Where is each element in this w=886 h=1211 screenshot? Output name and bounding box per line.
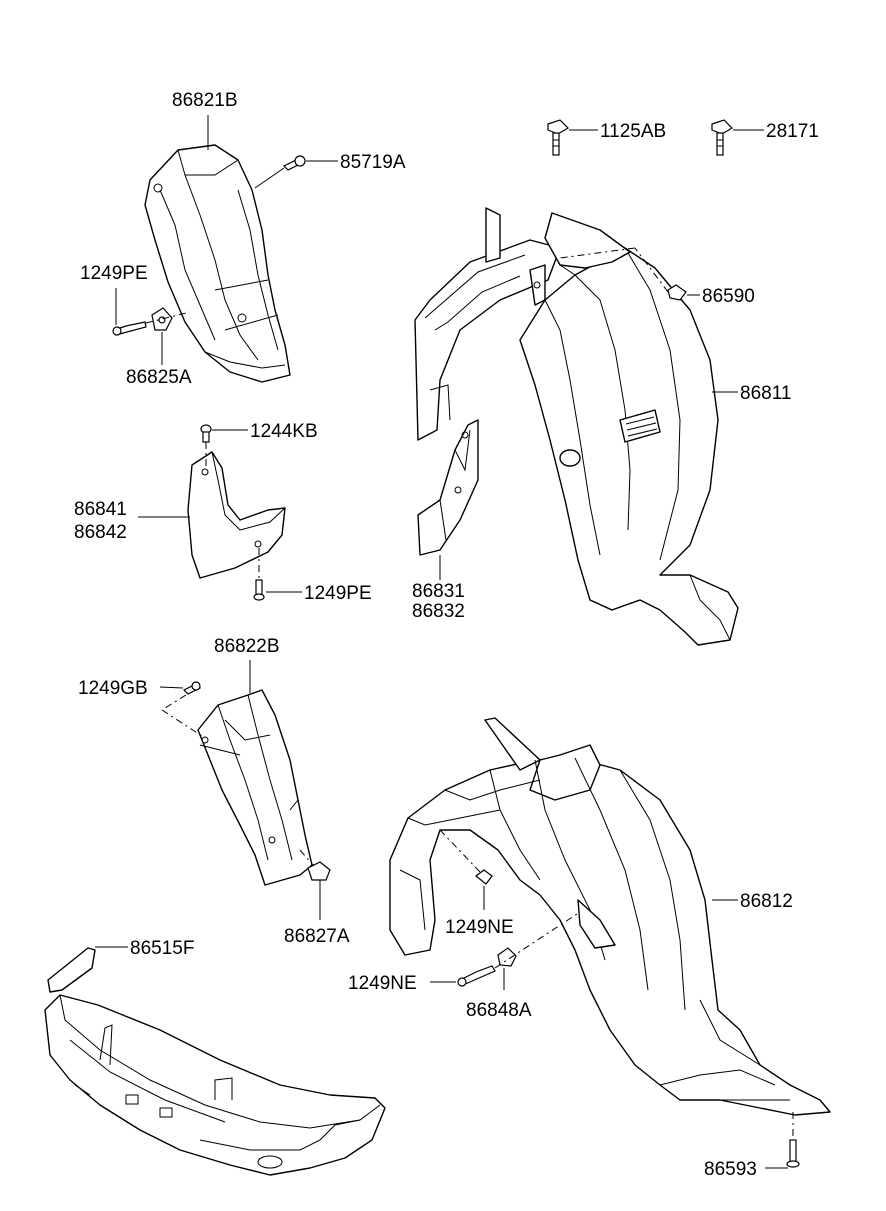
label-86593: 86593 bbox=[704, 1159, 757, 1180]
label-86848A: 86848A bbox=[466, 1000, 532, 1021]
bolt-1249GB bbox=[182, 681, 202, 695]
label-86590: 86590 bbox=[702, 286, 755, 307]
splash-shield-86822B bbox=[197, 689, 313, 886]
label-86821B: 86821B bbox=[172, 90, 238, 111]
label-28171: 28171 bbox=[766, 121, 819, 142]
bolt-28171 bbox=[711, 119, 733, 156]
label-1249GB: 1249GB bbox=[78, 678, 148, 699]
label-86822B: 86822B bbox=[214, 636, 280, 657]
bolt-85719A bbox=[282, 155, 306, 171]
inner-fender-86812 bbox=[389, 717, 831, 1116]
bolt-1249NE-lower bbox=[457, 965, 496, 987]
label-86832: 86832 bbox=[412, 601, 465, 622]
label-1249PE-top: 1249PE bbox=[80, 263, 148, 284]
label-1249NE-lower: 1249NE bbox=[348, 973, 417, 994]
label-1249PE-mid: 1249PE bbox=[304, 583, 372, 604]
label-1249NE-upper: 1249NE bbox=[445, 917, 514, 938]
label-86841: 86841 bbox=[74, 499, 127, 520]
label-86811: 86811 bbox=[740, 383, 791, 404]
bolt-86593 bbox=[786, 1139, 800, 1168]
nut-86848A bbox=[497, 947, 517, 967]
bolt-1249NE-upper bbox=[475, 869, 493, 885]
splash-shield-86821B bbox=[144, 144, 291, 383]
bolt-1125AB bbox=[547, 119, 569, 156]
label-86842: 86842 bbox=[74, 522, 127, 543]
label-1244KB: 1244KB bbox=[250, 421, 318, 442]
nut-86825A bbox=[151, 307, 173, 331]
clip-86590 bbox=[667, 284, 687, 301]
label-1125AB: 1125AB bbox=[600, 121, 666, 142]
label-86825A: 86825A bbox=[126, 367, 192, 388]
mud-guard-86841-86842 bbox=[187, 451, 286, 579]
label-86827A: 86827A bbox=[284, 926, 350, 947]
label-85719A: 85719A bbox=[340, 152, 406, 173]
bumper-86515F bbox=[44, 947, 386, 1176]
bolt-1249PE-top bbox=[112, 321, 147, 336]
bolt-1249PE-mid bbox=[253, 579, 265, 601]
inner-fender-86811 bbox=[414, 207, 739, 646]
label-86812: 86812 bbox=[740, 891, 793, 912]
label-86515F: 86515F bbox=[130, 938, 194, 959]
bracket-86831-86832 bbox=[417, 419, 479, 556]
label-86831: 86831 bbox=[412, 581, 465, 602]
clip-86827A bbox=[307, 861, 331, 881]
screw-1244KB bbox=[200, 424, 212, 443]
